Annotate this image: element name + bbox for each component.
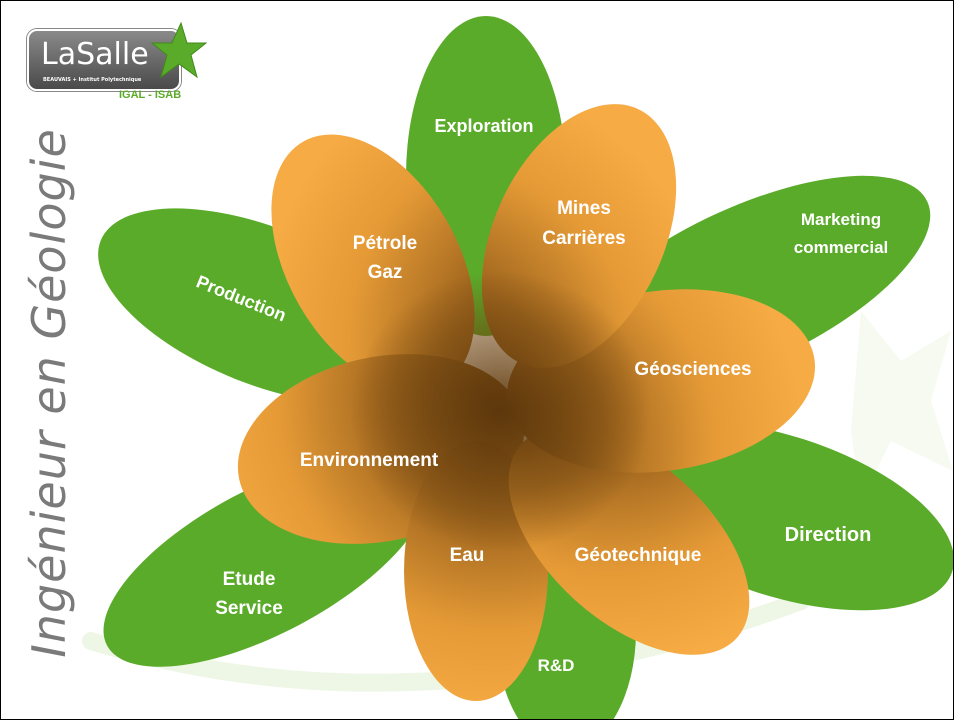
label-environnement: Environnement — [300, 450, 439, 471]
logo-name: LaSalle — [41, 37, 149, 72]
inner-labels: Pétrole Gaz Mines Carrières Géosciences … — [300, 198, 752, 566]
label-etude-1: Etude — [223, 569, 276, 590]
logo-subtitle: BEAUVAIS + Institut Polytechnique — [43, 77, 142, 83]
label-marketing-1: Marketing — [801, 210, 881, 229]
label-mines: Mines — [557, 198, 611, 219]
label-geotechnique: Géotechnique — [575, 545, 702, 566]
star-icon — [151, 21, 207, 79]
label-direction: Direction — [785, 524, 872, 546]
lasalle-logo: LaSalle BEAUVAIS + Institut Polytechniqu… — [21, 21, 211, 101]
flower-center — [351, 271, 651, 551]
vertical-title: Ingénieur en Géologie — [22, 128, 76, 658]
label-exploration: Exploration — [434, 116, 533, 136]
label-gaz: Gaz — [368, 262, 403, 283]
label-etude-2: Service — [215, 598, 283, 619]
logo-badge: LaSalle BEAUVAIS + Institut Polytechniqu… — [27, 29, 181, 91]
label-eau: Eau — [450, 545, 485, 566]
label-petrole: Pétrole — [353, 233, 417, 254]
label-carrieres: Carrières — [542, 228, 625, 249]
label-marketing-2: commercial — [794, 238, 889, 257]
label-geosciences: Géosciences — [634, 359, 751, 380]
label-rd: R&D — [538, 656, 575, 675]
logo-tagline: IGAL - ISAB — [119, 89, 182, 101]
